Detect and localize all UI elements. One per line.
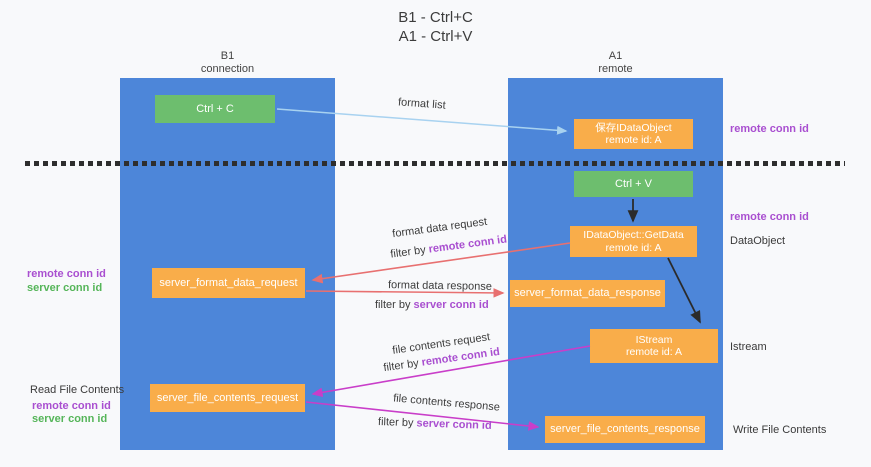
right-remote-conn-id-mid: remote conn id bbox=[730, 211, 809, 223]
label-format-data-response: format data response bbox=[387, 279, 493, 293]
title-line-1: B1 - Ctrl+C bbox=[398, 9, 473, 26]
diagram-title: B1 - Ctrl+C A1 - Ctrl+V bbox=[0, 8, 871, 46]
node-ctrl-c: Ctrl + C bbox=[155, 95, 275, 123]
filter-by-text: filter by bbox=[377, 416, 417, 430]
title-line-2: A1 - Ctrl+V bbox=[398, 28, 473, 45]
node-ctrl-v: Ctrl + V bbox=[574, 171, 693, 197]
label-filter-server-2: filter by server conn id bbox=[378, 416, 492, 432]
left-read-file-contents: Read File Contents bbox=[30, 384, 125, 396]
label-format-data-request: format data request bbox=[391, 215, 488, 241]
filter-by-text: filter by bbox=[382, 356, 423, 375]
node-file-response-label: server_file_contents_response bbox=[550, 423, 700, 435]
column-header-b1: B1 connection bbox=[120, 50, 335, 76]
node-server-file-contents-request: server_file_contents_request bbox=[150, 384, 305, 412]
node-server-file-contents-response: server_file_contents_response bbox=[545, 416, 705, 443]
node-istream: IStream remote id: A bbox=[590, 329, 718, 363]
column-a1-title: A1 bbox=[608, 50, 623, 62]
filter-by-text: filter by bbox=[389, 243, 430, 261]
node-format-request-label: server_format_data_request bbox=[159, 276, 298, 289]
right-write-file-contents: Write File Contents bbox=[733, 424, 827, 436]
left-server-conn-id-bottom: server conn id bbox=[32, 413, 108, 425]
node-idataobject-getdata: IDataObject::GetData remote id: A bbox=[570, 226, 697, 257]
left-remote-conn-id-mid: remote conn id bbox=[27, 268, 106, 280]
server-conn-id-text: server conn id bbox=[413, 299, 489, 311]
column-b1-title: B1 bbox=[220, 50, 235, 62]
node-istream-line2: remote id: A bbox=[625, 346, 683, 358]
right-remote-conn-id-top: remote conn id bbox=[730, 123, 809, 135]
label-file-contents-response: file contents response bbox=[392, 392, 501, 414]
node-istream-line1: IStream bbox=[635, 333, 673, 346]
left-server-conn-id-mid: server conn id bbox=[27, 282, 103, 294]
node-ctrl-v-label: Ctrl + V bbox=[615, 177, 652, 190]
node-save-idataobject-line2: remote id: A bbox=[605, 134, 662, 146]
column-a1-subtitle: remote bbox=[598, 63, 633, 75]
filter-by-text: filter by bbox=[375, 299, 414, 311]
label-format-list: format list bbox=[397, 96, 447, 112]
label-filter-server-1: filter by server conn id bbox=[375, 299, 489, 311]
node-server-format-data-response: server_format_data_response bbox=[510, 280, 665, 307]
node-server-format-data-request: server_format_data_request bbox=[152, 268, 305, 298]
node-getdata-line1: IDataObject::GetData bbox=[583, 229, 684, 241]
node-save-idataobject-line1: 保存IDataObject bbox=[595, 121, 672, 134]
node-format-response-label: server_format_data_response bbox=[514, 287, 661, 299]
server-conn-id-text: server conn id bbox=[416, 417, 492, 432]
node-file-request-label: server_file_contents_request bbox=[156, 391, 299, 404]
left-remote-conn-id-bottom: remote conn id bbox=[32, 400, 111, 412]
node-getdata-line2: remote id: A bbox=[605, 241, 662, 254]
right-istream: Istream bbox=[730, 341, 767, 353]
node-save-idataobject: 保存IDataObject remote id: A bbox=[574, 119, 693, 149]
right-dataobject: DataObject bbox=[730, 235, 786, 247]
remote-conn-id-text: remote conn id bbox=[427, 233, 508, 256]
session-divider-dashed-line bbox=[25, 161, 845, 166]
column-b1-subtitle: connection bbox=[200, 63, 255, 75]
column-header-a1: A1 remote bbox=[508, 50, 723, 76]
node-ctrl-c-label: Ctrl + C bbox=[196, 102, 234, 115]
